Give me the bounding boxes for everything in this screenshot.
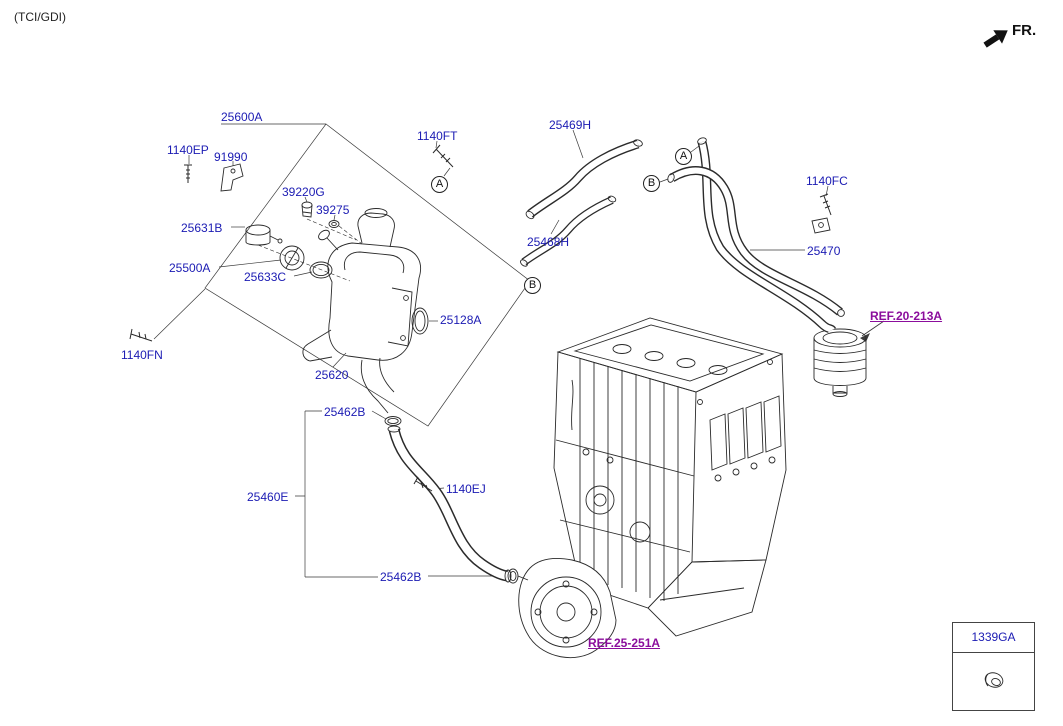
legend-divider bbox=[953, 652, 1034, 653]
hose-25460E-drawing bbox=[387, 425, 512, 583]
engine-drawing bbox=[553, 317, 787, 637]
part-label-25462B-upper: 25462B bbox=[324, 405, 366, 419]
part-label-25633C: 25633C bbox=[244, 270, 287, 284]
part-label-91990: 91990 bbox=[214, 150, 248, 164]
part-label-25631B: 25631B bbox=[181, 221, 223, 235]
water-pump-drawing bbox=[517, 558, 617, 659]
bolt-icons bbox=[129, 144, 832, 492]
leader-lines bbox=[153, 123, 829, 578]
part-label-25600A: 25600A bbox=[221, 110, 263, 124]
part-label-25469H: 25469H bbox=[549, 118, 592, 132]
ref-link-20-213A[interactable]: REF.20-213A bbox=[870, 309, 943, 323]
part-label-1140FN: 1140FN bbox=[121, 348, 163, 362]
fr-direction-arrow-icon bbox=[983, 30, 1008, 48]
part-label-1140FC: 1140FC bbox=[806, 174, 848, 188]
thermostat-assembly-drawing bbox=[220, 163, 519, 584]
hose-25468H-drawing bbox=[520, 195, 617, 267]
part-label-1140FT: 1140FT bbox=[417, 129, 458, 143]
callout-B-pipe-side: B bbox=[643, 175, 660, 192]
part-label-1140EP: 1140EP bbox=[167, 143, 209, 157]
legend-part-number: 1339GA bbox=[971, 630, 1016, 644]
oil-cooler-cartridge-drawing bbox=[813, 328, 867, 397]
callout-A-pipe-side: A bbox=[675, 148, 692, 165]
part-label-25620: 25620 bbox=[315, 368, 349, 382]
hose-25469H-drawing bbox=[525, 139, 643, 220]
part-label-1140EJ: 1140EJ bbox=[446, 482, 486, 496]
part-label-25460E: 25460E bbox=[247, 490, 289, 504]
front-direction-label: FR. bbox=[1012, 22, 1037, 39]
part-label-25462B-lower: 25462B bbox=[380, 570, 422, 584]
pipe-assembly-25470-drawing bbox=[667, 137, 845, 334]
part-label-39275: 39275 bbox=[316, 203, 350, 217]
part-label-25500A: 25500A bbox=[169, 261, 211, 275]
legend-box: 1339GA bbox=[952, 622, 1035, 711]
part-label-25128A: 25128A bbox=[440, 313, 482, 327]
ref-link-25-251A[interactable]: REF.25-251A bbox=[588, 636, 661, 650]
part-label-25470: 25470 bbox=[807, 244, 841, 258]
variant-label: (TCI/GDI) bbox=[14, 10, 66, 24]
callout-B-thermostat-side: B bbox=[524, 277, 541, 294]
part-label-25468H: 25468H bbox=[527, 235, 570, 249]
callout-A-thermostat-side: A bbox=[431, 176, 448, 193]
grommet-icon bbox=[984, 672, 1004, 688]
part-label-39220G: 39220G bbox=[282, 185, 325, 199]
